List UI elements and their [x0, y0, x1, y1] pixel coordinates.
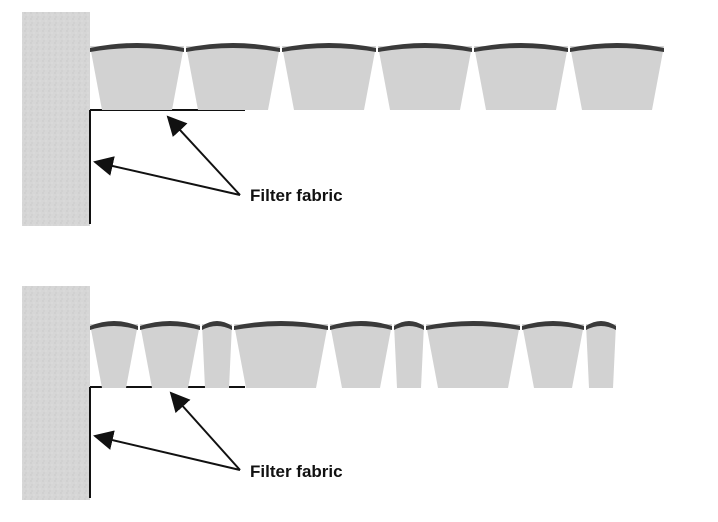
filter-fabric-label-top: Filter fabric — [250, 186, 343, 205]
block-narrow — [202, 321, 232, 388]
block-full — [522, 321, 584, 388]
block-full — [140, 321, 200, 388]
arrow-to-vertical-fabric-bottom — [93, 430, 241, 471]
blocks-row-bottom — [90, 321, 616, 388]
block-full — [378, 43, 472, 110]
block-full — [90, 43, 184, 110]
block-narrow — [586, 321, 616, 388]
arrow-to-vertical-fabric-top — [93, 156, 241, 196]
block-narrow — [394, 321, 424, 388]
wall-bottom — [22, 286, 90, 500]
arrow-to-horizontal-fabric-bottom — [169, 391, 241, 471]
block-full — [186, 43, 280, 110]
arrow-to-horizontal-fabric-top — [166, 115, 241, 196]
block-full — [330, 321, 392, 388]
block-full — [474, 43, 568, 110]
block-full — [90, 321, 138, 388]
block-wide — [426, 321, 520, 388]
diagram-panel-top: Filter fabric — [0, 0, 718, 250]
diagram-svg-top — [22, 12, 664, 226]
diagram-panel-bottom: Filter fabric — [0, 276, 718, 522]
block-full — [570, 43, 664, 110]
diagram-svg-bottom — [22, 286, 616, 500]
wall-top — [22, 12, 90, 226]
filter-fabric-label-bottom: Filter fabric — [250, 462, 343, 481]
block-full — [282, 43, 376, 110]
blocks-row-top — [90, 43, 664, 110]
block-wide — [234, 321, 328, 388]
